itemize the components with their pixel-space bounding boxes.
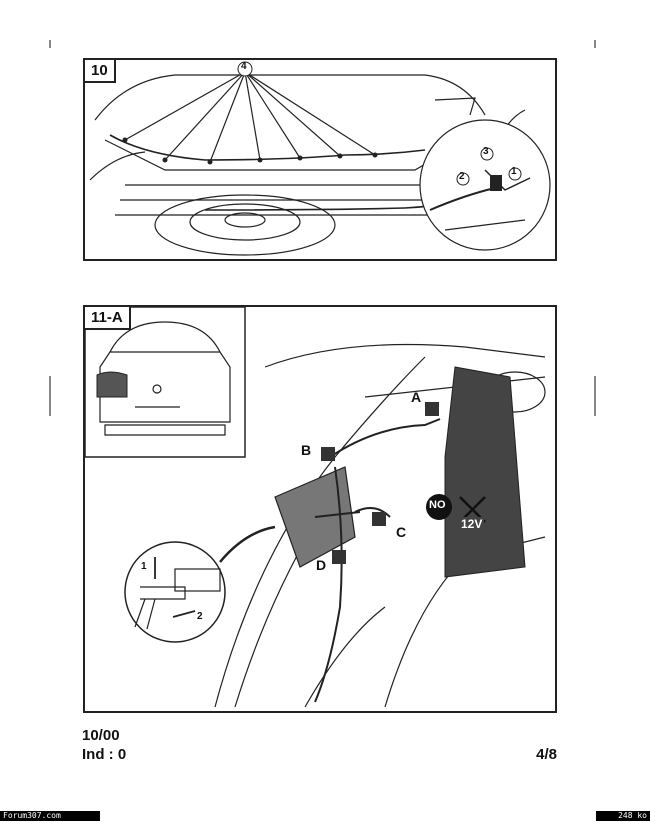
label-c: C: [396, 524, 407, 540]
scan-mark-left-top: [49, 40, 51, 48]
page-number: 4/8: [536, 746, 557, 763]
figure-10-illustration: [89, 61, 551, 256]
inset-step-1-label: 1: [141, 561, 147, 572]
site-watermark: Forum307.com: [0, 811, 100, 821]
revision-index: Ind : 0: [82, 746, 127, 763]
voltage-label: 12V: [459, 517, 485, 531]
label-a: A: [411, 389, 422, 405]
callout-4-label: 4: [241, 61, 247, 72]
label-d: D: [316, 557, 327, 573]
figure-10-panel: 10 4 1 2 3: [83, 58, 557, 261]
file-size-watermark: 248 ko: [596, 811, 650, 821]
figure-11a-tag: 11-A: [85, 307, 131, 330]
label-b: B: [301, 442, 312, 458]
step-3-label: 3: [483, 146, 489, 157]
figure-11a-panel: 11-A A B C D NO 12V 1 2: [83, 305, 557, 713]
figure-10-tag: 10: [85, 60, 116, 83]
inset-step-2-label: 2: [197, 611, 203, 622]
revision-date: 10/00: [82, 727, 120, 744]
no-warning-text: NO: [429, 499, 446, 511]
step-1-label: 1: [511, 166, 517, 177]
scan-mark-right-mid: [594, 376, 596, 416]
figure-11a-illustration: [85, 307, 546, 708]
step-2-label: 2: [459, 171, 465, 182]
scan-mark-left-mid: [49, 376, 51, 416]
scan-mark-right-top: [594, 40, 596, 48]
